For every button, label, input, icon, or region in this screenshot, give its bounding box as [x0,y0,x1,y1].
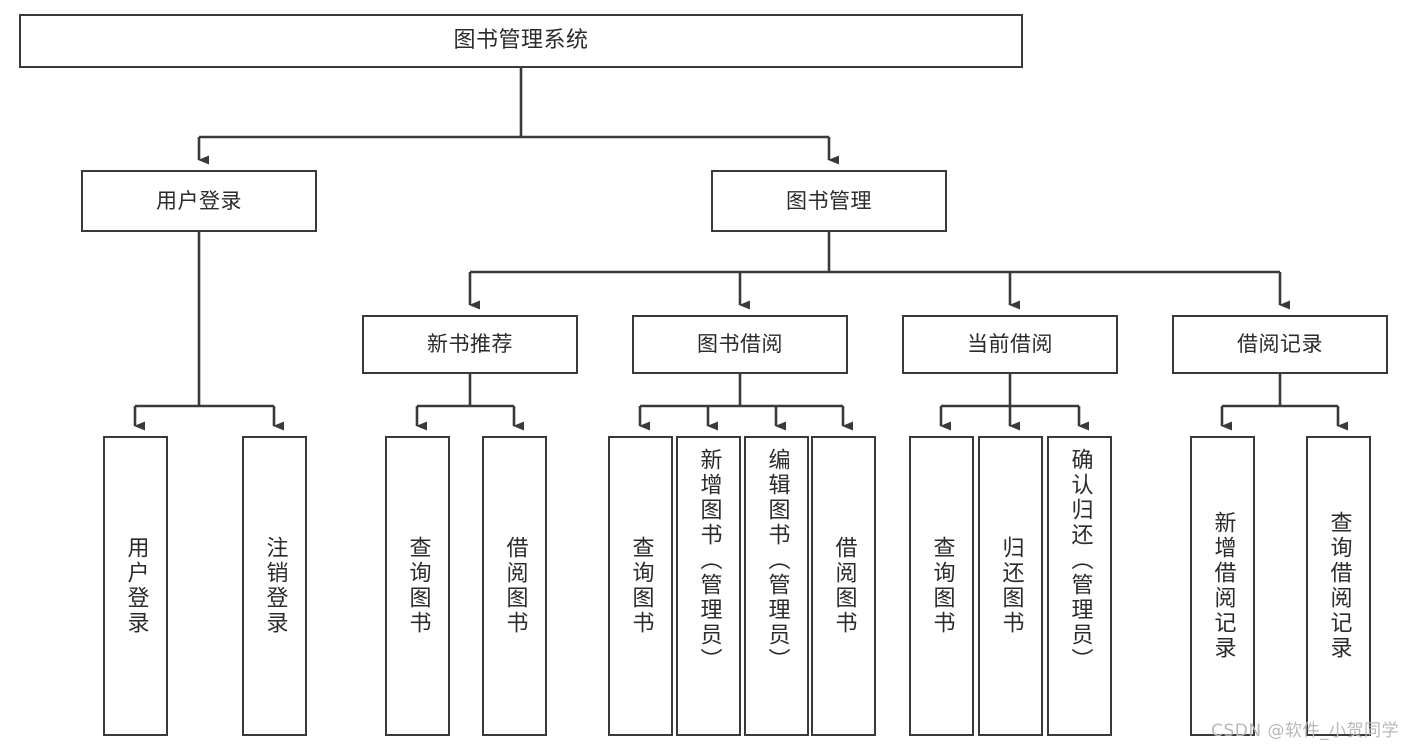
node-new-book-recommend[interactable]: 新书推荐 [362,315,578,374]
node-book-borrow[interactable]: 图书借阅 [632,315,848,374]
node-label: 查询图书 [405,536,431,636]
leaf-user-login-login[interactable]: 用户登录 [103,436,168,736]
node-label: 查询图书 [929,536,955,636]
node-label: 当前借阅 [967,332,1053,357]
node-label: 图书借阅 [697,332,783,357]
node-label: 新增借阅记录 [1210,511,1236,661]
node-current-borrow[interactable]: 当前借阅 [902,315,1118,374]
leaf-current-borrow-return-book[interactable]: 归还图书 [978,436,1043,736]
leaf-new-book-borrow-book[interactable]: 借阅图书 [482,436,547,736]
leaf-book-borrow-borrow-book[interactable]: 借阅图书 [811,436,876,736]
leaf-borrow-record-query-record[interactable]: 查询借阅记录 [1306,436,1371,736]
node-label: 确认归还（管理员） [1067,448,1093,673]
node-label: 借阅图书 [502,536,528,636]
node-label: 编辑图书（管理员） [764,448,790,673]
node-label: 查询图书 [628,536,654,636]
leaf-book-borrow-query-book[interactable]: 查询图书 [608,436,673,736]
watermark-text: CSDN @软件_小贺同学 [1211,721,1399,741]
node-label: 查询借阅记录 [1326,511,1352,661]
node-label: 图书管理 [786,188,872,213]
node-label: 用户登录 [123,536,149,636]
node-label: 新增图书（管理员） [696,448,722,673]
node-book-management[interactable]: 图书管理 [711,170,947,232]
node-label: 借阅记录 [1237,332,1323,357]
node-user-login[interactable]: 用户登录 [81,170,317,232]
leaf-current-borrow-confirm-return-admin[interactable]: 确认归还（管理员） [1047,436,1112,736]
node-label: 新书推荐 [427,332,513,357]
node-borrow-record[interactable]: 借阅记录 [1172,315,1388,374]
node-root-book-management-system[interactable]: 图书管理系统 [19,14,1023,68]
leaf-book-borrow-edit-book-admin[interactable]: 编辑图书（管理员） [744,436,809,736]
node-label: 归还图书 [998,536,1024,636]
leaf-book-borrow-add-book-admin[interactable]: 新增图书（管理员） [676,436,741,736]
leaf-new-book-query-book[interactable]: 查询图书 [385,436,450,736]
leaf-borrow-record-add-record[interactable]: 新增借阅记录 [1190,436,1255,736]
leaf-user-login-logout[interactable]: 注销登录 [242,436,307,736]
node-label: 注销登录 [262,536,288,636]
node-label: 用户登录 [156,188,242,213]
node-label: 图书管理系统 [453,28,589,54]
leaf-current-borrow-query-book[interactable]: 查询图书 [909,436,974,736]
node-label: 借阅图书 [831,536,857,636]
